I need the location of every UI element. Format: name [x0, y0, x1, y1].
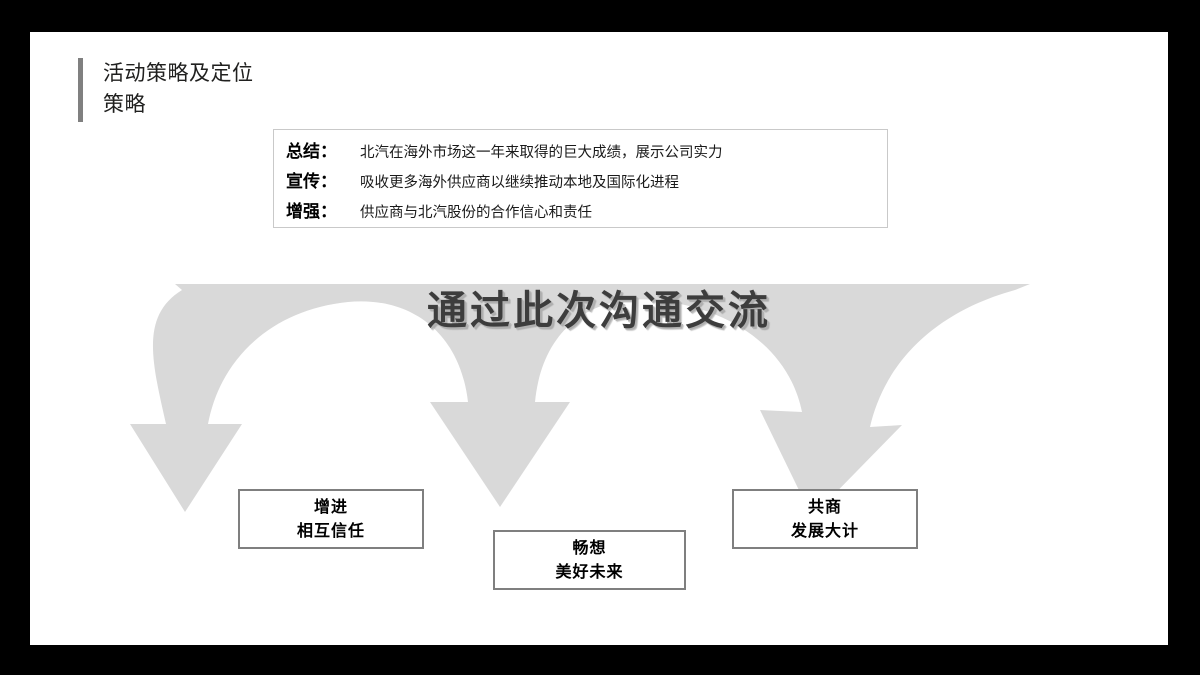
- summary-textbox: 总结： 北汽在海外市场这一年来取得的巨大成绩，展示公司实力 宣传： 吸收更多海外…: [273, 129, 888, 228]
- outcome-box-development: 共商 发展大计: [732, 489, 918, 549]
- outcome-line-1: 畅想: [572, 538, 607, 557]
- summary-text: 北汽在海外市场这一年来取得的巨大成绩，展示公司实力: [360, 145, 723, 161]
- outcome-line-2: 美好未来: [555, 562, 624, 581]
- slide-title-block: 活动策略及定位 策略: [78, 58, 254, 122]
- summary-label: 增强：: [286, 202, 337, 222]
- summary-row: 总结： 北汽在海外市场这一年来取得的巨大成绩，展示公司实力: [286, 137, 877, 167]
- slide-canvas: 活动策略及定位 策略 总结： 北汽在海外市场这一年来取得的巨大成绩，展示公司实力…: [30, 32, 1168, 645]
- summary-text: 吸收更多海外供应商以继续推动本地及国际化进程: [360, 175, 679, 191]
- summary-label: 总结：: [286, 142, 337, 162]
- summary-row: 增强： 供应商与北汽股份的合作信心和责任: [286, 197, 877, 227]
- title-accent-bar: [78, 58, 83, 122]
- page-title: 活动策略及定位 策略: [103, 58, 254, 120]
- summary-row: 宣传： 吸收更多海外供应商以继续推动本地及国际化进程: [286, 167, 877, 197]
- outcome-line-1: 增进: [313, 497, 348, 516]
- outcome-line-1: 共商: [807, 497, 842, 516]
- funnel-body-shape: [130, 284, 1030, 517]
- summary-label: 宣传：: [286, 172, 337, 192]
- title-line-1: 活动策略及定位: [103, 61, 254, 85]
- summary-text: 供应商与北汽股份的合作信心和责任: [360, 205, 592, 221]
- outcome-box-future: 畅想 美好未来: [493, 530, 686, 590]
- split-arrow-funnel-graphic: [130, 284, 1030, 517]
- outcome-line-2: 相互信任: [296, 521, 365, 540]
- outcome-box-trust: 增进 相互信任: [238, 489, 424, 549]
- outcome-line-2: 发展大计: [790, 521, 859, 540]
- title-line-2: 策略: [103, 92, 146, 116]
